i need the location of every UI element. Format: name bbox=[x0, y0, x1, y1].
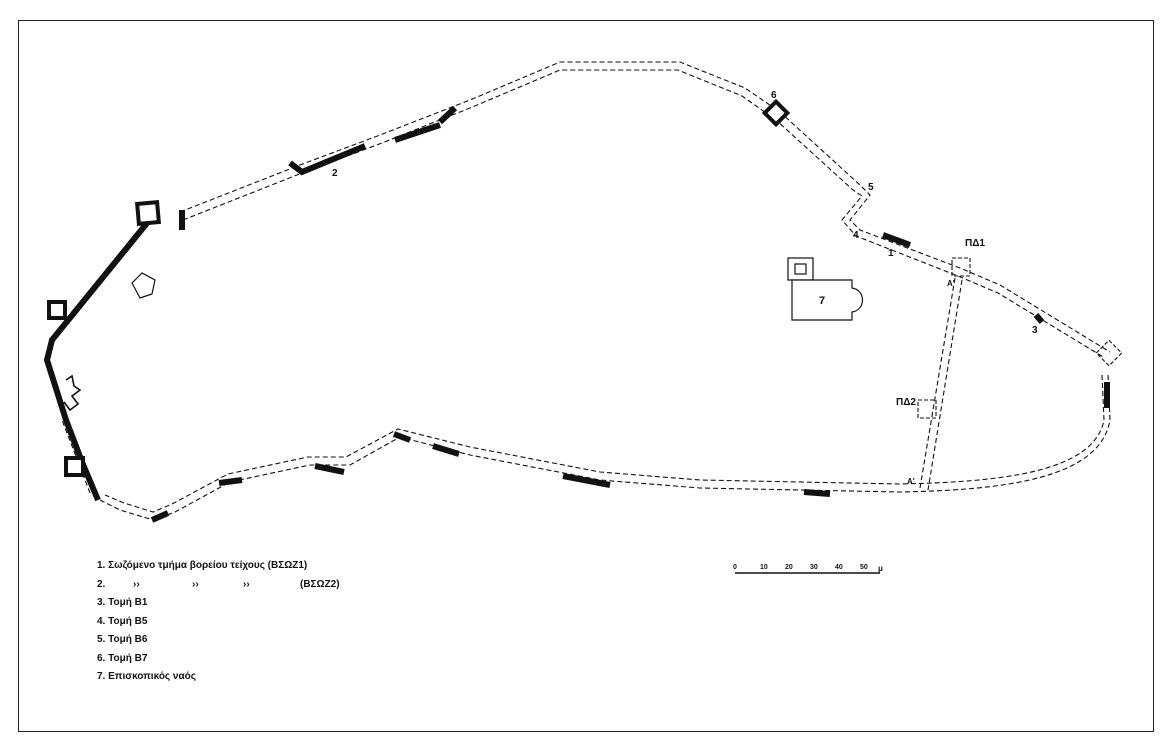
segment-south-1 bbox=[803, 489, 831, 497]
tower-pd2 bbox=[917, 399, 937, 419]
segment-south-7 bbox=[150, 510, 170, 523]
ditto-mark: ›› bbox=[133, 578, 140, 590]
segment-south-3 bbox=[432, 443, 460, 457]
surviving-wall-segments bbox=[43, 105, 1110, 523]
episcopal-church bbox=[787, 257, 864, 321]
tower-6 bbox=[761, 98, 791, 128]
label-2: 2 bbox=[332, 168, 338, 179]
legend-item-3: 3. Τομή Β1 bbox=[97, 597, 148, 608]
cross-wall-inner bbox=[919, 277, 956, 489]
towers bbox=[47, 98, 791, 477]
tower-pd1 bbox=[951, 257, 971, 277]
label-1: 1 bbox=[888, 248, 894, 259]
scale-tick-30: 30 bbox=[810, 564, 818, 571]
ditto-mark: ›› bbox=[192, 578, 199, 590]
segment-south-2 bbox=[562, 473, 611, 488]
map-frame bbox=[18, 20, 1154, 732]
segment-south-4 bbox=[392, 431, 412, 443]
cross-wall-outer bbox=[927, 279, 963, 491]
tower-sw bbox=[64, 456, 85, 477]
tower-nw bbox=[134, 199, 162, 227]
segment-3-solid bbox=[1033, 313, 1045, 324]
wall-outer-line bbox=[67, 61, 1111, 521]
legend-item-5: 5. Τομή Β6 bbox=[97, 634, 148, 645]
scale-tick-0: 0 bbox=[733, 564, 737, 571]
label-a-top: A' bbox=[947, 279, 955, 288]
segment-2-solid bbox=[288, 143, 367, 176]
legend-item-1: 1. Σωζόμενο τμήμα βορείου τείχους (ΒΣΩΖ1… bbox=[97, 560, 308, 571]
scale-tick-40: 40 bbox=[835, 564, 843, 571]
city-wall-outline bbox=[61, 61, 1111, 521]
label-5: 5 bbox=[868, 182, 874, 193]
wall-inner-line bbox=[61, 69, 1106, 513]
segment-south-6 bbox=[218, 477, 243, 486]
tower-east bbox=[1095, 339, 1123, 367]
scale-tick-10: 10 bbox=[760, 564, 768, 571]
legend-item-6: 6. Τομή Β7 bbox=[97, 652, 148, 664]
scale-bar: 0 10 20 30 40 50 μ bbox=[733, 564, 883, 574]
scale-tick-50: 50 bbox=[860, 564, 868, 571]
segment-north-b bbox=[437, 105, 458, 125]
legend-item-7: 7. Επισκοπικός ναός bbox=[97, 671, 196, 682]
label-a-bottom: A' bbox=[907, 477, 915, 486]
segment-1-solid bbox=[881, 232, 912, 248]
segment-north-a bbox=[394, 122, 441, 143]
west-wall-solid bbox=[43, 210, 159, 502]
label-pd1: ΠΔ1 bbox=[965, 238, 985, 249]
label-6: 6 bbox=[771, 90, 777, 101]
legend-item-2: 2. ›› ›› ›› (ΒΣΩΖ2) bbox=[97, 576, 517, 595]
church-tower-inner bbox=[794, 263, 807, 275]
label-3: 3 bbox=[1032, 325, 1038, 336]
label-4: 4 bbox=[853, 230, 859, 241]
label-pd2: ΠΔ2 bbox=[896, 397, 916, 408]
tower-west bbox=[47, 300, 67, 320]
ditto-mark: ›› bbox=[243, 578, 250, 590]
small-building-west bbox=[131, 272, 156, 299]
legend: 1. Σωζόμενο τμήμα βορείου τείχους (ΒΣΩΖ1… bbox=[97, 557, 517, 687]
church-body bbox=[791, 279, 864, 321]
small-ruin-west bbox=[63, 374, 82, 412]
label-7: 7 bbox=[819, 295, 825, 307]
scale-tick-20: 20 bbox=[785, 564, 793, 571]
legend-item-2-code: (ΒΣΩΖ2) bbox=[300, 578, 340, 590]
legend-item-4: 4. Τομή Β5 bbox=[97, 615, 148, 627]
scale-unit: μ bbox=[878, 564, 883, 573]
segment-south-5 bbox=[314, 463, 345, 475]
